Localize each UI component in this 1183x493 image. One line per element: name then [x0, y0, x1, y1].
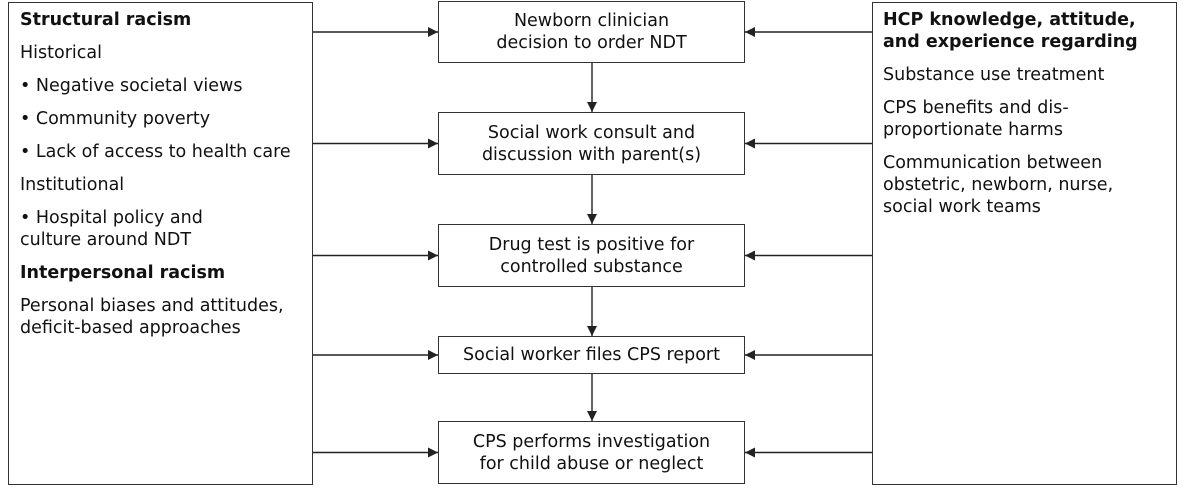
hcp-line-2: Substance use treatment [883, 65, 1105, 85]
hcp-factors-panel: HCP knowledge, attitude,and experience r… [872, 2, 1177, 485]
step-1-text-line-1: discussion with parent(s) [481, 144, 702, 165]
hcp-line-3: CPS benefits and dis- [883, 98, 1069, 118]
hcp-line-1: and experience regarding [883, 32, 1138, 52]
hcp-line-0: HCP knowledge, attitude, [883, 10, 1136, 30]
structural-line-6: • Hospital policy and [20, 208, 203, 228]
structural-line-8: Interpersonal racism [20, 263, 226, 283]
structural-line-0: Structural racism [20, 10, 192, 30]
step-0-text-line-1: decision to order NDT [496, 33, 687, 53]
step-1-text-line-0: Social work consult and [487, 122, 696, 143]
step-cps-report: Social worker files CPS report [438, 336, 745, 374]
structural-line-10: deficit-based approaches [20, 318, 241, 338]
step-4-text-line-0: CPS performs investigation [472, 431, 711, 452]
structural-line-9: Personal biases and attitudes, [20, 296, 284, 316]
hcp-line-6: obstetric, newborn, nurse, [883, 175, 1114, 195]
step-2-text-line-1: controlled substance [500, 256, 683, 277]
step-4-text-line-1: for child abuse or neglect [479, 453, 704, 474]
step-3-text-line-0: Social worker files CPS report [463, 345, 720, 365]
step-2-text-line-0: Drug test is positive for [488, 234, 695, 255]
structural-line-7: culture around NDT [20, 230, 192, 250]
hcp-line-4: proportionate harms [883, 120, 1063, 140]
structural-line-1: Historical [20, 43, 102, 63]
hcp-line-7: social work teams [883, 197, 1041, 217]
structural-line-3: • Community poverty [20, 109, 211, 129]
structural-line-4: • Lack of access to health care [20, 142, 291, 162]
structural-line-2: • Negative societal views [20, 76, 243, 96]
hcp-line-5: Communication between [883, 153, 1103, 173]
structural-line-5: Institutional [20, 175, 125, 195]
step-0-text-line-0: Newborn clinician [513, 11, 670, 31]
